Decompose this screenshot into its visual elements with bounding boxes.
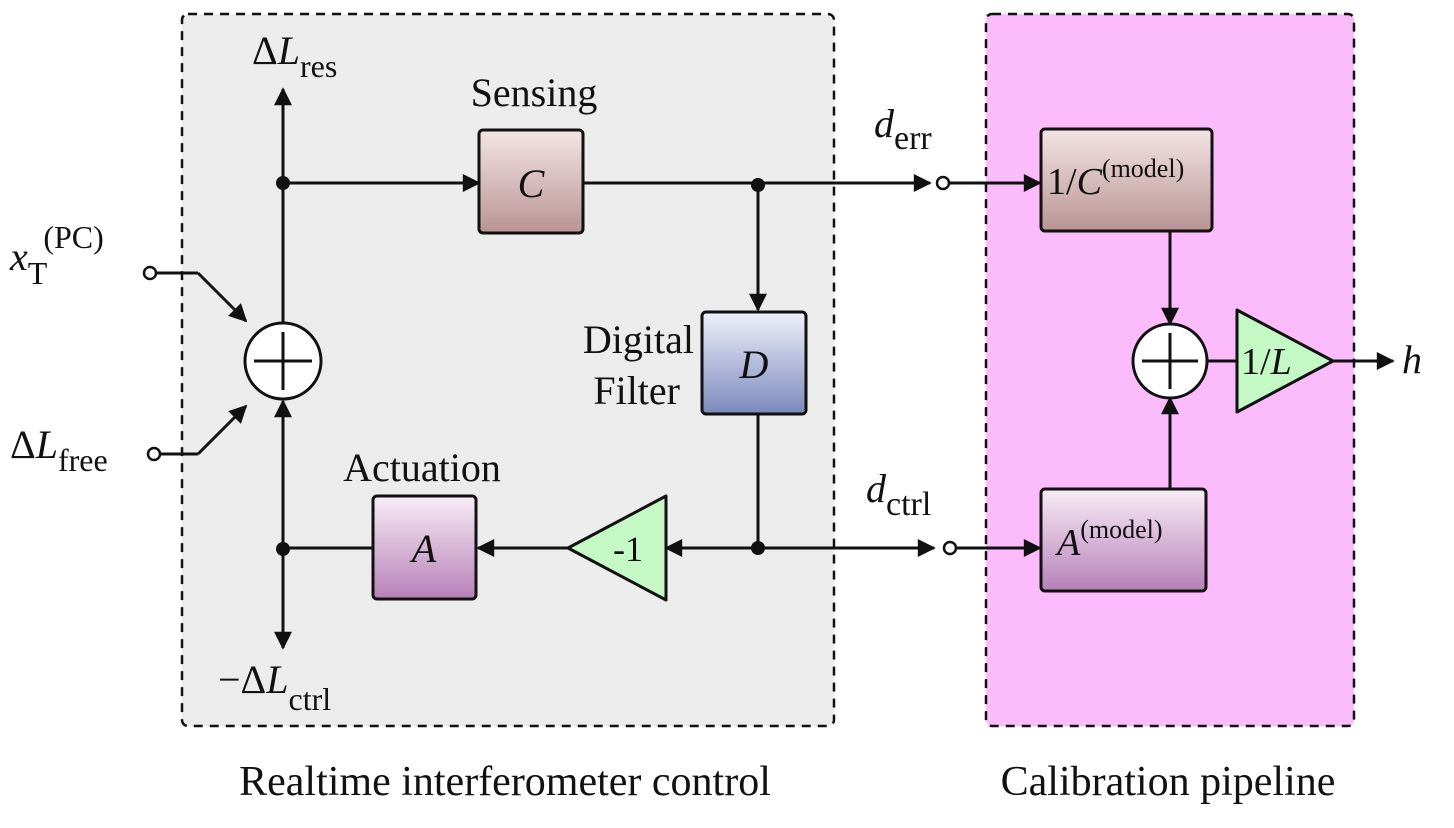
dL-ctrl-label: −ΔLctrl — [218, 657, 331, 717]
inverter-gain-block — [566, 494, 668, 602]
d-ctrl-label: dctrl — [866, 466, 931, 523]
junction-dot — [751, 541, 765, 555]
digital-filter-symbol: D — [739, 342, 769, 387]
xT-label: xT(PC) — [9, 219, 104, 291]
inv-L-gain-block — [1235, 308, 1335, 414]
sensing-symbol: C — [518, 161, 546, 206]
a-model-block — [1039, 487, 1208, 593]
d-err-label: derr — [874, 101, 932, 157]
h-output-label: h — [1402, 337, 1422, 382]
calibration-caption: Calibration pipeline — [1001, 759, 1336, 805]
actuation-title: Actuation — [343, 445, 501, 490]
digital-filter-title-line1: Digital — [583, 317, 694, 362]
digital-filter-title-line2: Filter — [593, 368, 680, 413]
digital-filter-block — [700, 310, 808, 416]
derr-terminal — [935, 175, 951, 191]
actuation-symbol: A — [409, 526, 437, 571]
inv-c-model-block — [1039, 127, 1214, 233]
summing-junction-calibration — [1131, 322, 1209, 400]
dLfree-input-arrow — [196, 404, 248, 456]
xT-input-arrow — [196, 271, 248, 323]
junction-dot — [751, 178, 765, 192]
sensing-block — [477, 128, 585, 235]
dL-res-label: ΔLres — [252, 28, 337, 84]
realtime-caption: Realtime interferometer control — [239, 759, 771, 805]
junction-dot — [276, 176, 290, 190]
a-model-label: A(model) — [1054, 515, 1163, 564]
xT-terminal — [142, 265, 158, 281]
dLfree-terminal — [146, 446, 162, 462]
inv-c-model-label: 1/C(model) — [1047, 154, 1184, 203]
actuation-block — [371, 494, 478, 601]
dctrl-terminal — [942, 540, 958, 556]
inv-L-label: 1/L — [1241, 341, 1292, 383]
junction-dot — [276, 542, 290, 556]
dL-free-label: ΔLfree — [10, 422, 108, 478]
sensing-title: Sensing — [471, 70, 598, 115]
summing-junction-realtime — [243, 321, 323, 401]
inverter-gain-label: -1 — [613, 529, 643, 569]
